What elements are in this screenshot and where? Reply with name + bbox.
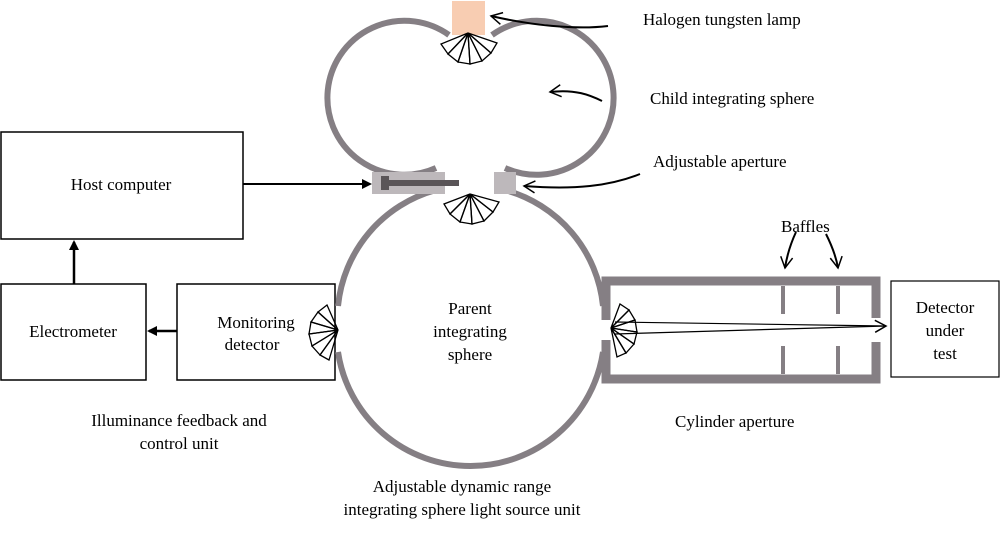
parent-integrating-sphere xyxy=(335,187,606,470)
child-sphere-label: Child integrating sphere xyxy=(650,89,815,108)
light-ray-upper xyxy=(614,321,887,327)
electrometer-box xyxy=(0,283,147,381)
host-computer-label: Host computer xyxy=(70,175,172,194)
parent-sphere-label-line2: integrating xyxy=(433,322,507,341)
baffles-label: Baffles xyxy=(781,217,830,236)
detector-under-test-label-line2: under xyxy=(925,321,965,340)
cylinder-port-emitter-fan xyxy=(610,303,638,358)
leader-halogen-lamp xyxy=(489,11,609,29)
halogen-lamp-label: Halogen tungsten lamp xyxy=(643,10,801,29)
aperture-emitter-fan xyxy=(443,193,500,225)
aperture-slider-head xyxy=(381,176,389,190)
cylinder-aperture-label: Cylinder aperture xyxy=(675,412,795,431)
monitoring-detector-box xyxy=(176,283,336,381)
parent-sphere-label-line3: sphere xyxy=(447,345,493,364)
child-integrating-sphere xyxy=(324,17,617,178)
adjustable-aperture-right-block xyxy=(494,172,516,194)
source-unit-label-line2: integrating sphere light source unit xyxy=(343,500,581,519)
cylinder-opening-mask xyxy=(598,320,614,340)
lamp-emitter-fan xyxy=(440,32,498,65)
leader-adjustable-aperture xyxy=(522,173,641,194)
detector-under-test-label-line3: test xyxy=(933,344,957,363)
aperture-slider-rod xyxy=(381,180,459,186)
adjustable-aperture-label: Adjustable aperture xyxy=(653,152,787,171)
detector-under-test-box xyxy=(890,280,1000,378)
electrometer-label: Electrometer xyxy=(29,322,117,341)
source-unit-label-line1: Adjustable dynamic range xyxy=(372,477,552,496)
monitoring-detector-label-line1: Monitoring xyxy=(217,313,295,332)
halogen-tungsten-lamp xyxy=(452,1,485,35)
host-computer-box xyxy=(0,131,244,240)
cylinder-exit-mask xyxy=(870,318,882,342)
leader-baffle-2 xyxy=(825,233,843,270)
parent-sphere-label-line1: Parent xyxy=(448,299,492,318)
feedback-unit-label-line2: control unit xyxy=(139,434,219,453)
monitoring-detector-label-line2: detector xyxy=(224,335,280,354)
feedback-unit-label-line1: Illuminance feedback and xyxy=(91,411,267,430)
leader-child-sphere xyxy=(548,84,603,102)
detector-under-test-label-line1: Detector xyxy=(915,298,975,317)
light-ray-lower xyxy=(614,319,888,335)
leader-baffle-1 xyxy=(780,231,797,270)
monitor-port-emitter-fan xyxy=(308,303,339,361)
